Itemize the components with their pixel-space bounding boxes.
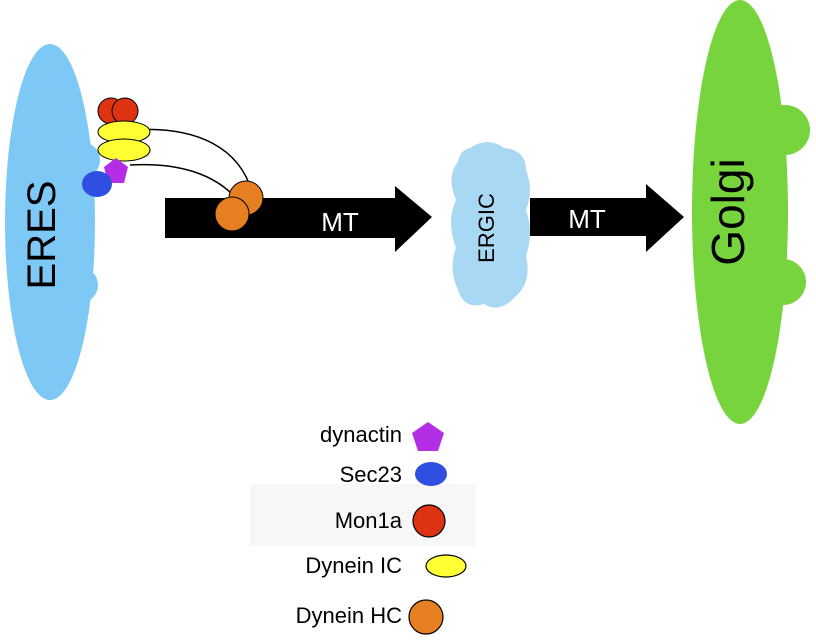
eres-body <box>5 44 95 400</box>
legend-label-dynein-hc: Dynein HC <box>295 603 402 628</box>
legend-symbols <box>408 422 467 635</box>
dynactin-pentagon <box>104 158 128 183</box>
dynein-ic-ellipse-2 <box>97 138 151 162</box>
dynein-tail-lower <box>129 163 237 199</box>
legend-dynein-ic-icon <box>425 554 467 578</box>
golgi-bud-top <box>760 105 810 155</box>
mt-arrow-shape-1 <box>165 186 432 252</box>
eres-bud-top <box>64 142 100 178</box>
ergic-label: ERGIC <box>474 193 499 263</box>
microtubule-arrow-2: MT <box>530 184 684 252</box>
legend-dynactin-icon <box>412 422 444 451</box>
mt-label-2: MT <box>568 204 606 234</box>
microtubule-arrow-1: MT <box>165 186 432 252</box>
eres-label: ERES <box>20 181 64 290</box>
eres-bud-bottom <box>62 267 98 303</box>
mt-label-1: MT <box>321 207 359 237</box>
legend-sec23-icon <box>415 462 447 486</box>
legend-label-mon1a: Mon1a <box>334 508 402 533</box>
sec23-ellipse <box>82 171 112 197</box>
ergic-cloud <box>451 142 530 308</box>
dynein-tails <box>129 128 253 199</box>
legend-label-sec23: Sec23 <box>339 462 402 487</box>
golgi-bud-bottom <box>760 259 806 305</box>
legend-label-dynactin: dynactin <box>320 422 402 447</box>
dynein-hc-motor <box>214 180 264 232</box>
mon1a-circle-2 <box>111 97 139 125</box>
ergic-compartment: ERGIC <box>451 142 530 308</box>
eres-compartment: ERES <box>5 44 100 400</box>
legend-dynein-hc-icon <box>408 599 444 635</box>
complex-at-eres <box>82 97 151 197</box>
dynein-tail-upper <box>129 128 253 193</box>
legend-label-dynein-ic: Dynein IC <box>305 553 402 578</box>
golgi-label: Golgi <box>702 158 754 265</box>
golgi-compartment: Golgi <box>692 0 810 424</box>
legend-mon1a-icon <box>412 504 446 538</box>
mt-arrow-shape-2 <box>530 184 684 252</box>
golgi-body <box>692 0 788 424</box>
dynein-hc-circle-front <box>214 196 250 232</box>
